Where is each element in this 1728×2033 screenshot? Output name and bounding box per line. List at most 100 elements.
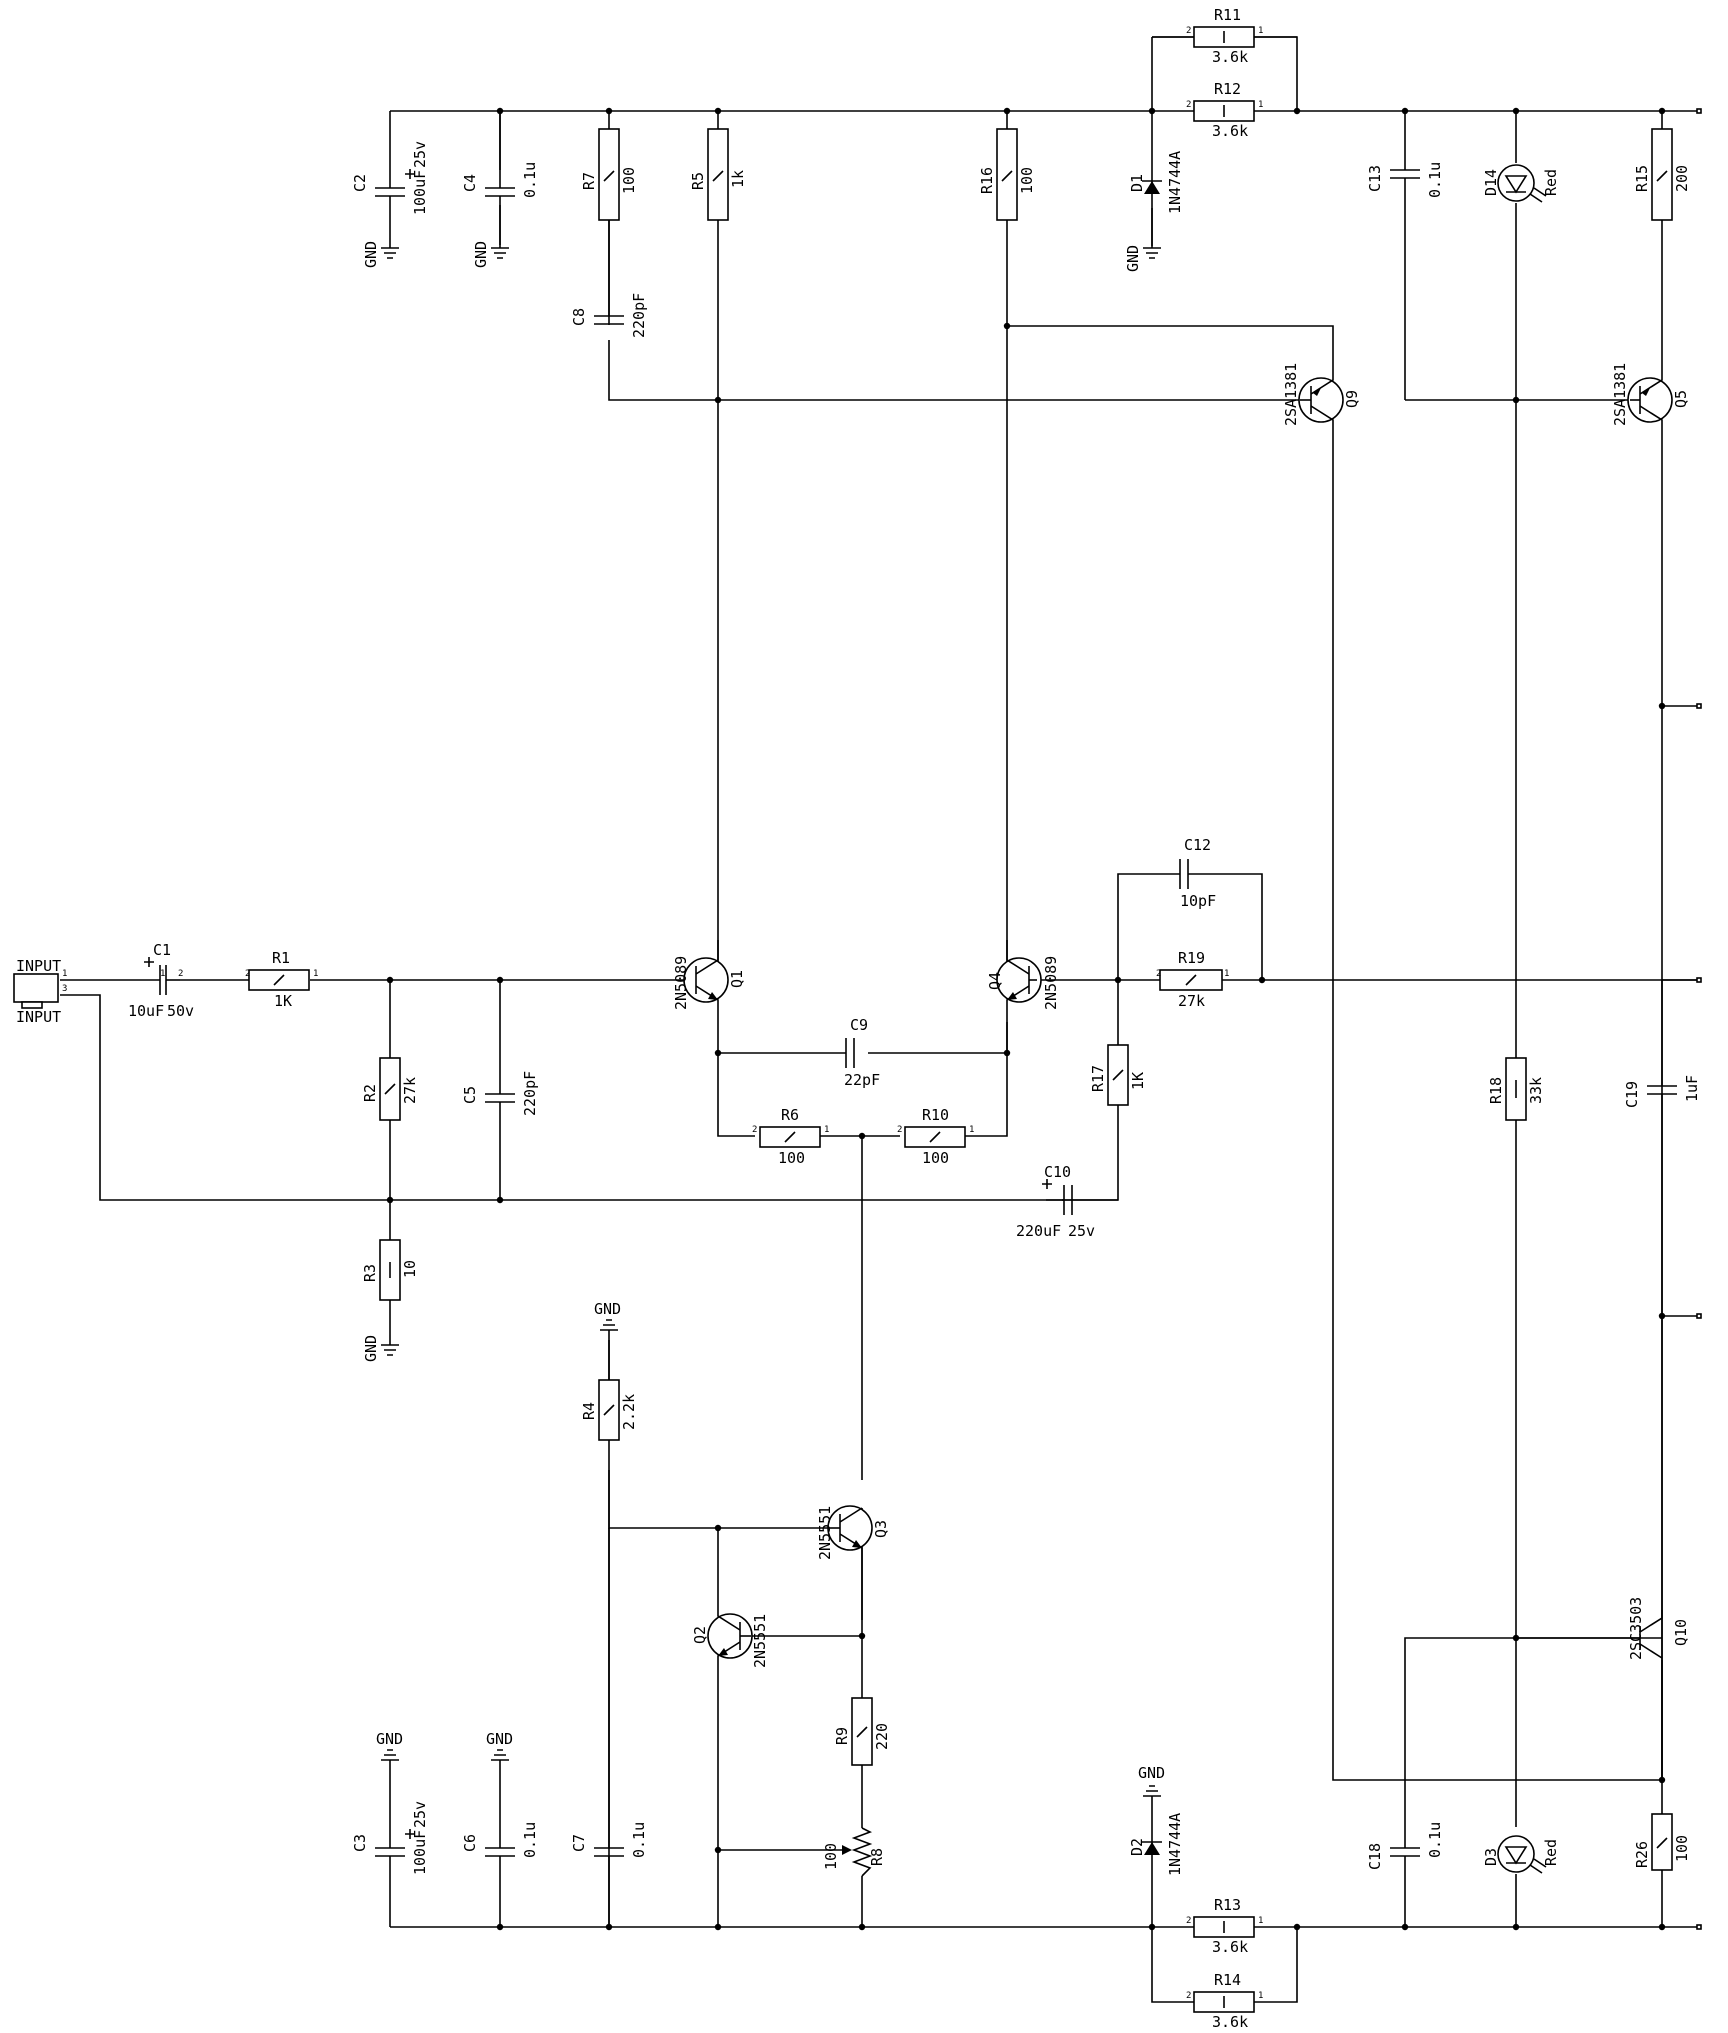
svg-text:R14: R14 <box>1214 1971 1241 1989</box>
svg-text:2: 2 <box>178 969 183 979</box>
svg-text:GND: GND <box>376 1730 403 1748</box>
svg-text:C3: C3 <box>351 1834 369 1852</box>
svg-text:2SC3503: 2SC3503 <box>1627 1597 1645 1660</box>
svg-text:1N4744A: 1N4744A <box>1166 151 1184 214</box>
svg-text:Q3: Q3 <box>872 1520 890 1538</box>
svg-text:Q9: Q9 <box>1343 390 1361 408</box>
capacitor-c7: C7 0.1u <box>570 1528 648 1870</box>
input-connector: INPUT INPUT 1 3 <box>13 957 67 1026</box>
svg-text:10pF: 10pF <box>1180 892 1216 910</box>
svg-text:3.6k: 3.6k <box>1212 2013 1248 2031</box>
resistor-r7: R7 100 <box>580 128 638 221</box>
svg-text:1k: 1k <box>729 170 747 188</box>
capacitor-c18: C18 0.1u <box>1366 1822 1444 1870</box>
svg-text:1: 1 <box>313 969 318 979</box>
capacitor-c3: C3 100uF 25v <box>351 1770 429 1875</box>
svg-text:R26: R26 <box>1633 1841 1651 1868</box>
capacitor-c2: C2 100uF 25v <box>351 141 429 238</box>
resistor-r16: R16 100 <box>978 128 1036 221</box>
resistor-r4: R4 2.2k <box>580 1340 638 1528</box>
transistor-q3: Q3 2N5551 <box>816 1505 890 1620</box>
svg-text:1: 1 <box>1224 969 1229 979</box>
svg-text:C8: C8 <box>570 308 588 326</box>
svg-text:R9: R9 <box>833 1727 851 1745</box>
wires <box>60 36 1697 2003</box>
svg-text:2N5089: 2N5089 <box>672 956 690 1010</box>
gnd-r3: GND <box>362 1335 399 1362</box>
svg-text:R5: R5 <box>689 172 707 190</box>
svg-text:2SA1381: 2SA1381 <box>1282 363 1300 426</box>
svg-text:2SA1381: 2SA1381 <box>1611 363 1629 426</box>
svg-text:Q1: Q1 <box>728 970 746 988</box>
svg-text:1: 1 <box>160 969 165 979</box>
svg-text:D14: D14 <box>1482 169 1500 196</box>
svg-text:C4: C4 <box>461 174 479 192</box>
svg-text:Q10: Q10 <box>1672 1619 1690 1646</box>
svg-text:0.1u: 0.1u <box>1426 162 1444 198</box>
resistor-r12: R12 3.6k <box>1193 80 1255 140</box>
gnd-r4: GND <box>594 1300 621 1340</box>
input-connector-value: INPUT <box>16 1008 61 1026</box>
svg-text:27k: 27k <box>1178 992 1205 1010</box>
zener-diode-d2: D2 1N4744A <box>1128 1813 1184 1876</box>
svg-text:R13: R13 <box>1214 1896 1241 1914</box>
resistor-r19: R19 27k <box>1159 949 1223 1010</box>
svg-text:Red: Red <box>1542 169 1560 196</box>
svg-text:R18: R18 <box>1487 1077 1505 1104</box>
resistor-r5: R5 1k <box>689 128 747 221</box>
svg-text:R19: R19 <box>1178 949 1205 967</box>
svg-text:C19: C19 <box>1623 1081 1641 1108</box>
svg-text:200: 200 <box>1673 165 1691 192</box>
svg-text:10: 10 <box>401 1260 419 1278</box>
svg-text:2N5551: 2N5551 <box>751 1614 769 1668</box>
transistor-q10: Q10 2SC3503 <box>1627 1597 1690 1660</box>
svg-text:R17: R17 <box>1089 1065 1107 1092</box>
svg-text:25v: 25v <box>411 1801 429 1828</box>
svg-text:220uF: 220uF <box>1016 1222 1061 1240</box>
resistor-r2: R2 27k <box>361 1057 419 1121</box>
capacitor-c19: C19 1uF <box>1623 1070 1701 1110</box>
svg-text:2N5089: 2N5089 <box>1042 956 1060 1010</box>
svg-text:100: 100 <box>922 1149 949 1167</box>
svg-text:1: 1 <box>1258 100 1263 110</box>
svg-text:1uF: 1uF <box>1683 1075 1701 1102</box>
svg-text:220pF: 220pF <box>521 1071 539 1116</box>
svg-text:R6: R6 <box>781 1106 799 1124</box>
svg-text:0.1u: 0.1u <box>630 1822 648 1858</box>
transistor-q9: Q9 2SA1381 <box>1282 363 1361 430</box>
svg-text:R7: R7 <box>580 172 598 190</box>
svg-text:Q4: Q4 <box>986 972 1004 990</box>
input-connector-ref: INPUT <box>16 957 61 975</box>
svg-text:100: 100 <box>1673 1835 1691 1862</box>
gnd-d1: GND <box>1124 208 1161 272</box>
capacitor-c1: C1 10uF 50v <box>128 941 194 1020</box>
gnd-d2: GND <box>1138 1764 1165 1814</box>
resistor-r14: R14 3.6k <box>1193 1971 1255 2031</box>
svg-text:1: 1 <box>1258 1916 1263 1926</box>
svg-text:GND: GND <box>472 241 490 268</box>
svg-text:220: 220 <box>873 1723 891 1750</box>
svg-text:10uF: 10uF <box>128 1002 164 1020</box>
capacitor-c10: C10 220uF 25v <box>1016 1163 1118 1240</box>
gnd-c2: GND <box>362 238 399 268</box>
resistor-r3: R3 10 <box>361 1236 419 1335</box>
led-d14: D14 Red <box>1482 164 1560 203</box>
transistor-q5: Q5 2SA1381 <box>1611 363 1690 430</box>
svg-text:27k: 27k <box>401 1077 419 1104</box>
svg-text:R3: R3 <box>361 1264 379 1282</box>
svg-text:1K: 1K <box>1129 1072 1147 1090</box>
resistor-r6: R6 100 <box>759 1106 821 1167</box>
svg-text:3.6k: 3.6k <box>1212 122 1248 140</box>
junctions <box>386 107 1666 1931</box>
led-d3: D3 Red <box>1482 1835 1560 1874</box>
svg-text:1K: 1K <box>274 992 292 1010</box>
svg-text:GND: GND <box>594 1300 621 1318</box>
resistor-r11: R11 3.6k <box>1152 6 1297 66</box>
transistor-q4: Q4 2N5089 <box>986 940 1060 1022</box>
svg-text:2.2k: 2.2k <box>620 1394 638 1430</box>
svg-text:33k: 33k <box>1527 1077 1545 1104</box>
svg-text:1: 1 <box>1258 26 1263 36</box>
svg-text:1N4744A: 1N4744A <box>1166 1813 1184 1876</box>
svg-text:D1: D1 <box>1128 174 1146 192</box>
